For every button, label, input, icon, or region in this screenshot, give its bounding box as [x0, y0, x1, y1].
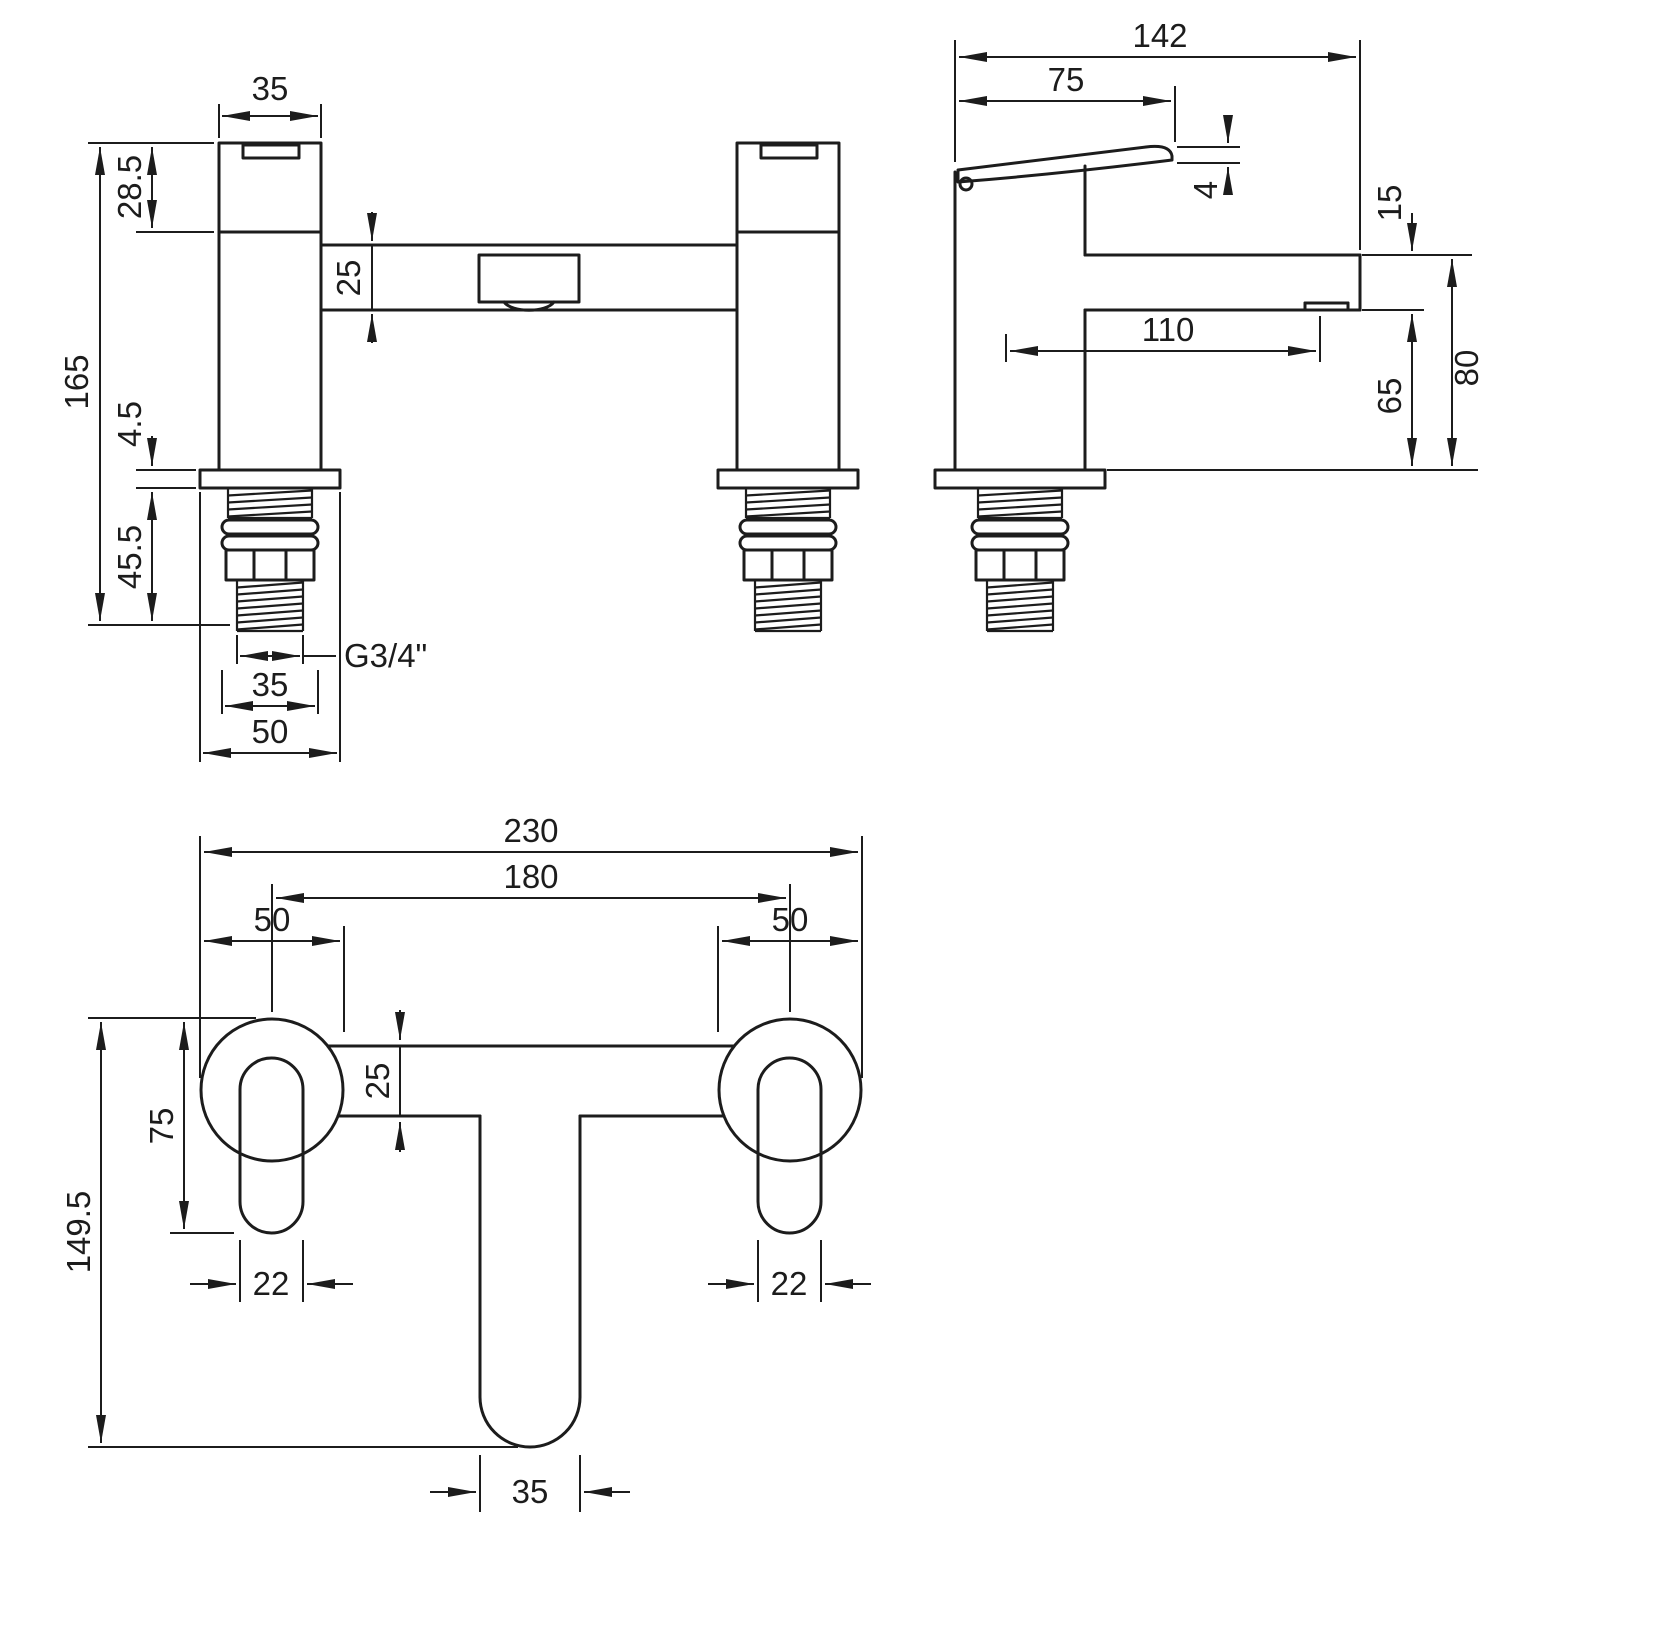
front-right-thread-assembly [738, 488, 838, 633]
dim-plan-overall-width: 230 [503, 812, 558, 849]
dim-plan-right-handle-width: 22 [771, 1265, 808, 1302]
dim-plan-overall-depth: 149.5 [60, 1191, 97, 1274]
dim-side-spout-reach: 110 [1142, 311, 1195, 348]
dim-front-flange-width: 50 [252, 713, 289, 750]
dim-front-tail-width: 35 [252, 666, 289, 703]
side-view: 142 75 4 15 65 80 110 [933, 17, 1485, 633]
dim-side-handle-tip-thickness: 4 [1187, 181, 1224, 199]
side-view-outline [933, 144, 1362, 490]
dim-front-overall-height: 165 [58, 354, 95, 409]
dim-side-spout-height: 15 [1371, 185, 1408, 222]
dim-front-thread-size: G3/4" [344, 637, 427, 674]
dim-front-thread-length: 45.5 [111, 525, 148, 589]
side-thread-assembly [970, 488, 1070, 633]
dim-plan-right-base-diameter: 50 [772, 901, 809, 938]
dim-plan-left-handle-width: 22 [253, 1265, 290, 1302]
front-view-dimensions: 35 28.5 165 4.5 45.5 25 [58, 70, 427, 762]
dim-side-handle-length: 75 [1048, 61, 1085, 98]
dim-plan-left-base-diameter: 50 [254, 901, 291, 938]
dim-plan-handle-projection: 75 [143, 1108, 180, 1145]
dim-front-handle-height: 28.5 [111, 155, 148, 219]
plan-view: 230 180 50 50 25 75 [60, 812, 871, 1512]
dim-side-underside-clearance: 65 [1371, 378, 1408, 415]
dim-side-spout-top-height: 80 [1448, 350, 1485, 387]
dim-front-bar-height: 25 [330, 260, 367, 297]
dim-front-flange-thickness: 4.5 [111, 401, 148, 447]
dim-side-overall-depth: 142 [1132, 17, 1187, 54]
dim-front-pillar-width: 35 [252, 70, 289, 107]
dim-plan-bar-depth: 25 [359, 1063, 396, 1100]
dim-plan-spout-width: 35 [512, 1473, 549, 1510]
front-left-thread-assembly [220, 488, 320, 633]
front-view: 35 28.5 165 4.5 45.5 25 [58, 70, 860, 762]
side-view-dimensions: 142 75 4 15 65 80 110 [954, 17, 1485, 471]
dim-plan-tap-centres: 180 [503, 858, 558, 895]
front-view-outline [198, 141, 860, 490]
plan-view-outline [199, 1017, 863, 1449]
plan-view-dimensions: 230 180 50 50 25 75 [60, 812, 871, 1512]
